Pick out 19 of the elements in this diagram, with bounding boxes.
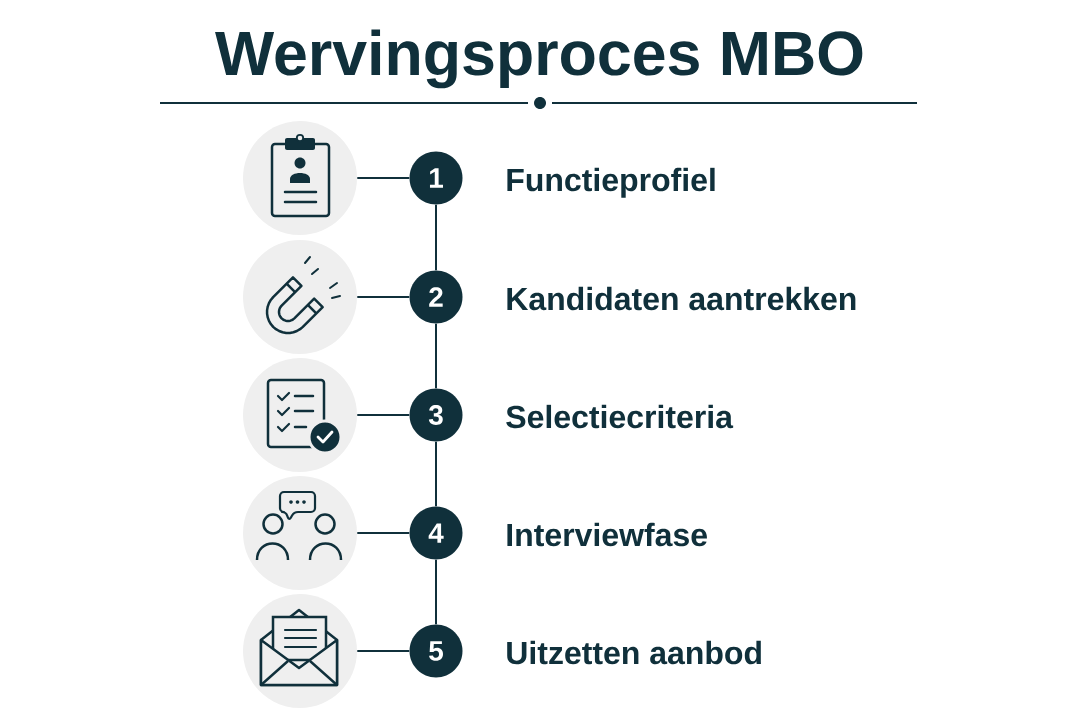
connector-line [435, 558, 437, 626]
connector-line [356, 414, 411, 416]
icon-circle [243, 121, 357, 235]
step-label: Uitzetten aanbod [507, 640, 761, 665]
connector-line [356, 296, 411, 298]
title: Wervingsproces MBO [215, 29, 863, 89]
connector-line [435, 203, 437, 272]
step-label: Selectiecriteria [506, 404, 734, 429]
connector-line [356, 532, 411, 534]
step-label: Kandidaten aantrekken [507, 286, 856, 311]
step-label: Functieprofiel [507, 167, 715, 198]
icon-circle [243, 240, 357, 354]
connector-line [435, 322, 437, 390]
step-label: Interviewfase [507, 522, 707, 547]
connector-line [435, 440, 437, 508]
icon-circle [243, 476, 357, 590]
connector-line [356, 177, 411, 179]
icon-circle [243, 358, 357, 472]
connector-line [356, 650, 411, 652]
